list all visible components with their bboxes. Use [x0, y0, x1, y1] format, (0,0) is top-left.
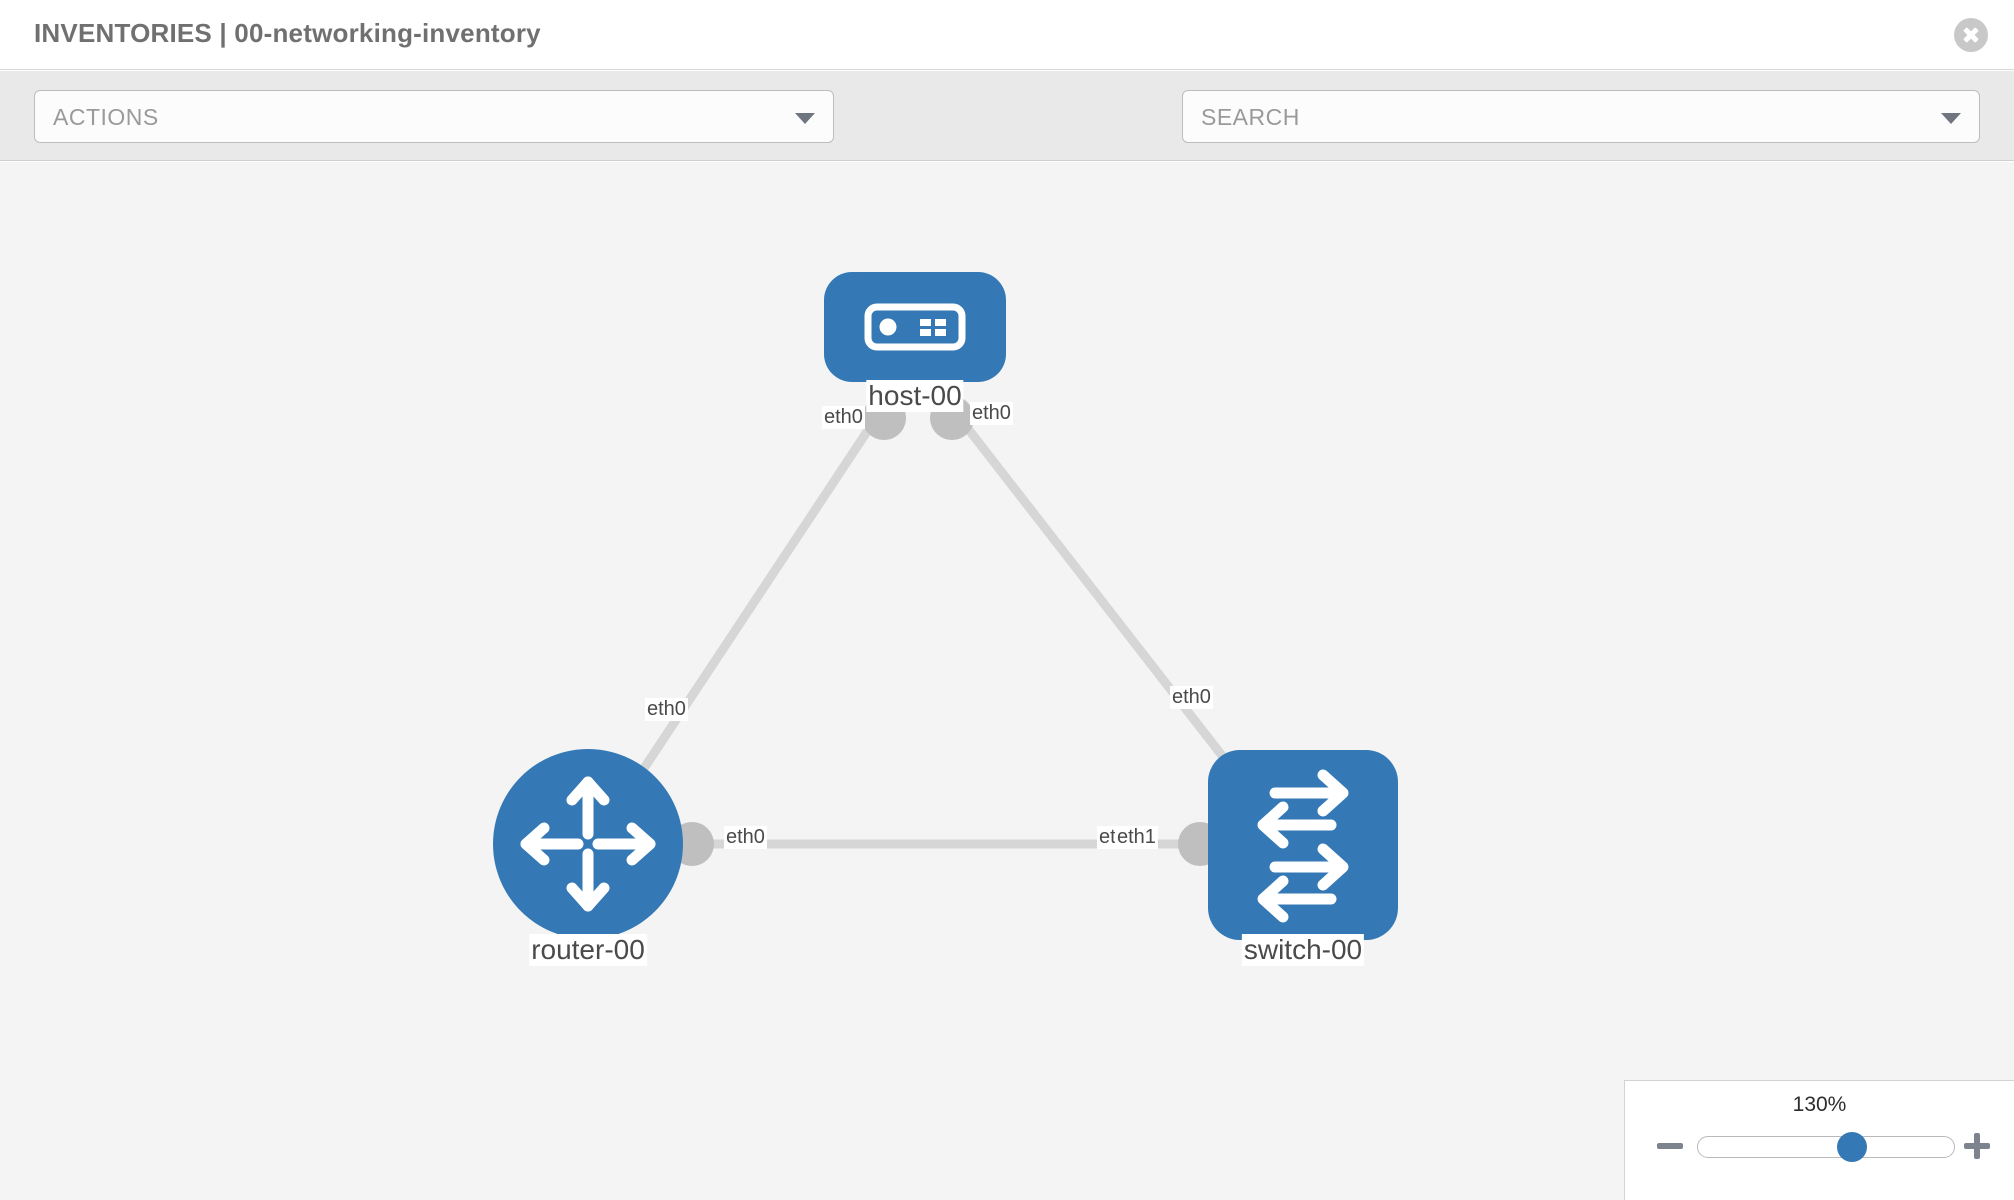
- page-title: INVENTORIES | 00-networking-inventory: [34, 18, 541, 48]
- zoom-out-button[interactable]: [1655, 1131, 1685, 1161]
- link-host-router: [621, 409, 884, 800]
- zoom-slider-thumb[interactable]: [1836, 1132, 1867, 1162]
- edge-label-router-switch-switch: eth1: [1115, 826, 1158, 849]
- chevron-down-icon[interactable]: [1941, 112, 1961, 124]
- edge-label-host-switch-switch: eth0: [1170, 686, 1213, 709]
- topology-links: [621, 409, 1266, 849]
- topology-canvas[interactable]: host-00 router-00 switch-00 eth0 eth0 et…: [0, 162, 2014, 1200]
- search-input[interactable]: SEARCH: [1182, 90, 1980, 143]
- edge-label-host-switch-host: eth0: [970, 402, 1013, 425]
- node-label-switch-00: switch-00: [1241, 934, 1365, 966]
- topology-interface-sockets: [670, 396, 1260, 866]
- edge-label-router-switch-router: eth0: [724, 826, 767, 849]
- node-switch-00: [1208, 750, 1398, 940]
- close-icon[interactable]: [1954, 18, 1988, 52]
- actions-dropdown[interactable]: ACTIONS: [34, 90, 834, 143]
- node-label-router-00: router-00: [529, 934, 647, 966]
- actions-dropdown-label: ACTIONS: [53, 104, 159, 130]
- chevron-down-icon: [795, 112, 815, 124]
- search-placeholder: SEARCH: [1201, 104, 1300, 130]
- zoom-in-button[interactable]: [1962, 1131, 1992, 1161]
- node-host-00: [824, 272, 1006, 382]
- topology-graph: [493, 272, 1398, 940]
- switch-arrows-icon: [1257, 769, 1349, 923]
- edge-label-host-router-host: eth0: [822, 406, 865, 429]
- zoom-slider[interactable]: [1697, 1132, 1955, 1162]
- minus-icon: [1657, 1143, 1683, 1149]
- server-icon: [864, 303, 966, 351]
- node-router-00: [493, 749, 683, 939]
- link-host-switch: [951, 409, 1266, 810]
- edge-label-host-router-router: eth0: [645, 698, 688, 721]
- zoom-control: 130%: [1624, 1080, 2014, 1200]
- plus-icon-vertical: [1974, 1133, 1980, 1159]
- toolbar: ACTIONS SEARCH: [0, 71, 2014, 202]
- window-header: INVENTORIES | 00-networking-inventory: [0, 0, 2014, 70]
- node-label-host-00: host-00: [866, 380, 964, 412]
- zoom-percent-label: 130%: [1792, 1093, 1847, 1116]
- router-arrows-icon: [520, 776, 656, 912]
